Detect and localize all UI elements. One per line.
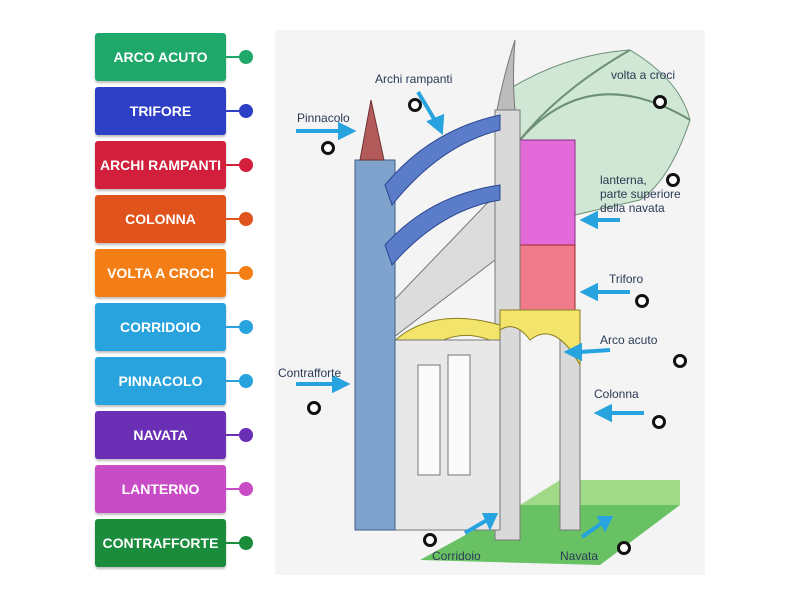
label-connector bbox=[226, 380, 246, 382]
drop-target-triforo[interactable] bbox=[635, 294, 649, 308]
drop-target-pinnacolo[interactable] bbox=[321, 141, 335, 155]
diagram-text-lanterna-3: della navata bbox=[600, 201, 665, 215]
label-connector bbox=[226, 542, 246, 544]
label-pin[interactable] bbox=[239, 50, 253, 64]
drop-target-colonna[interactable] bbox=[652, 415, 666, 429]
drop-target-lanterna[interactable] bbox=[666, 173, 680, 187]
diagram-text-lanterna-1: lanterna, bbox=[600, 173, 647, 187]
drop-target-volta-a-croci[interactable] bbox=[653, 95, 667, 109]
label-connector bbox=[226, 110, 246, 112]
diagram-text-triforo: Triforo bbox=[609, 272, 644, 286]
label-connector bbox=[226, 326, 246, 328]
label-pin[interactable] bbox=[239, 158, 253, 172]
label-connector bbox=[226, 164, 246, 166]
label-colonna[interactable]: COLONNA bbox=[95, 195, 226, 243]
diagram-text-arco-acuto: Arco acuto bbox=[600, 333, 658, 347]
drop-target-navata[interactable] bbox=[617, 541, 631, 555]
label-pin[interactable] bbox=[239, 428, 253, 442]
diagram-text-colonna: Colonna bbox=[594, 387, 639, 401]
diagram-text-contrafforte: Contrafforte bbox=[278, 366, 341, 380]
label-pin[interactable] bbox=[239, 536, 253, 550]
label-archi-rampanti[interactable]: ARCHI RAMPANTI bbox=[95, 141, 226, 189]
diagram-text-volta-a-croci: volta a croci bbox=[611, 68, 675, 82]
diagram-text-corridoio: Corridoio bbox=[432, 549, 481, 563]
label-pin[interactable] bbox=[239, 104, 253, 118]
label-trifore[interactable]: TRIFORE bbox=[95, 87, 226, 135]
drop-target-archi-rampanti[interactable] bbox=[408, 98, 422, 112]
diagram-text-pinnacolo: Pinnacolo bbox=[297, 111, 350, 125]
label-pin[interactable] bbox=[239, 482, 253, 496]
label-connector bbox=[226, 272, 246, 274]
label-pin[interactable] bbox=[239, 374, 253, 388]
diagram-text-archi-rampanti: Archi rampanti bbox=[375, 72, 452, 86]
label-contrafforte[interactable]: CONTRAFFORTE bbox=[95, 519, 226, 567]
label-connector bbox=[226, 434, 246, 436]
label-lanterno[interactable]: LANTERNO bbox=[95, 465, 226, 513]
diagram-text-lanterna-2: parte superiore bbox=[600, 187, 681, 201]
label-navata[interactable]: NAVATA bbox=[95, 411, 226, 459]
label-connector bbox=[226, 488, 246, 490]
cathedral-cross-section-diagram: Archi rampanti volta a croci Pinnacolo l… bbox=[275, 30, 705, 575]
drop-target-contrafforte[interactable] bbox=[307, 401, 321, 415]
label-pinnacolo[interactable]: PINNACOLO bbox=[95, 357, 226, 405]
label-volta-a-croci[interactable]: VOLTA A CROCI bbox=[95, 249, 226, 297]
label-pin[interactable] bbox=[239, 212, 253, 226]
label-connector bbox=[226, 56, 246, 58]
label-pin[interactable] bbox=[239, 320, 253, 334]
label-connector bbox=[226, 218, 246, 220]
label-pin[interactable] bbox=[239, 266, 253, 280]
drop-target-arco-acuto[interactable] bbox=[673, 354, 687, 368]
label-corridoio[interactable]: CORRIDOIO bbox=[95, 303, 226, 351]
drop-target-corridoio[interactable] bbox=[423, 533, 437, 547]
label-arco-acuto[interactable]: ARCO ACUTO bbox=[95, 33, 226, 81]
diagram-text-navata: Navata bbox=[560, 549, 598, 563]
label-bank: ARCO ACUTO TRIFORE ARCHI RAMPANTI COLONN… bbox=[0, 0, 270, 600]
